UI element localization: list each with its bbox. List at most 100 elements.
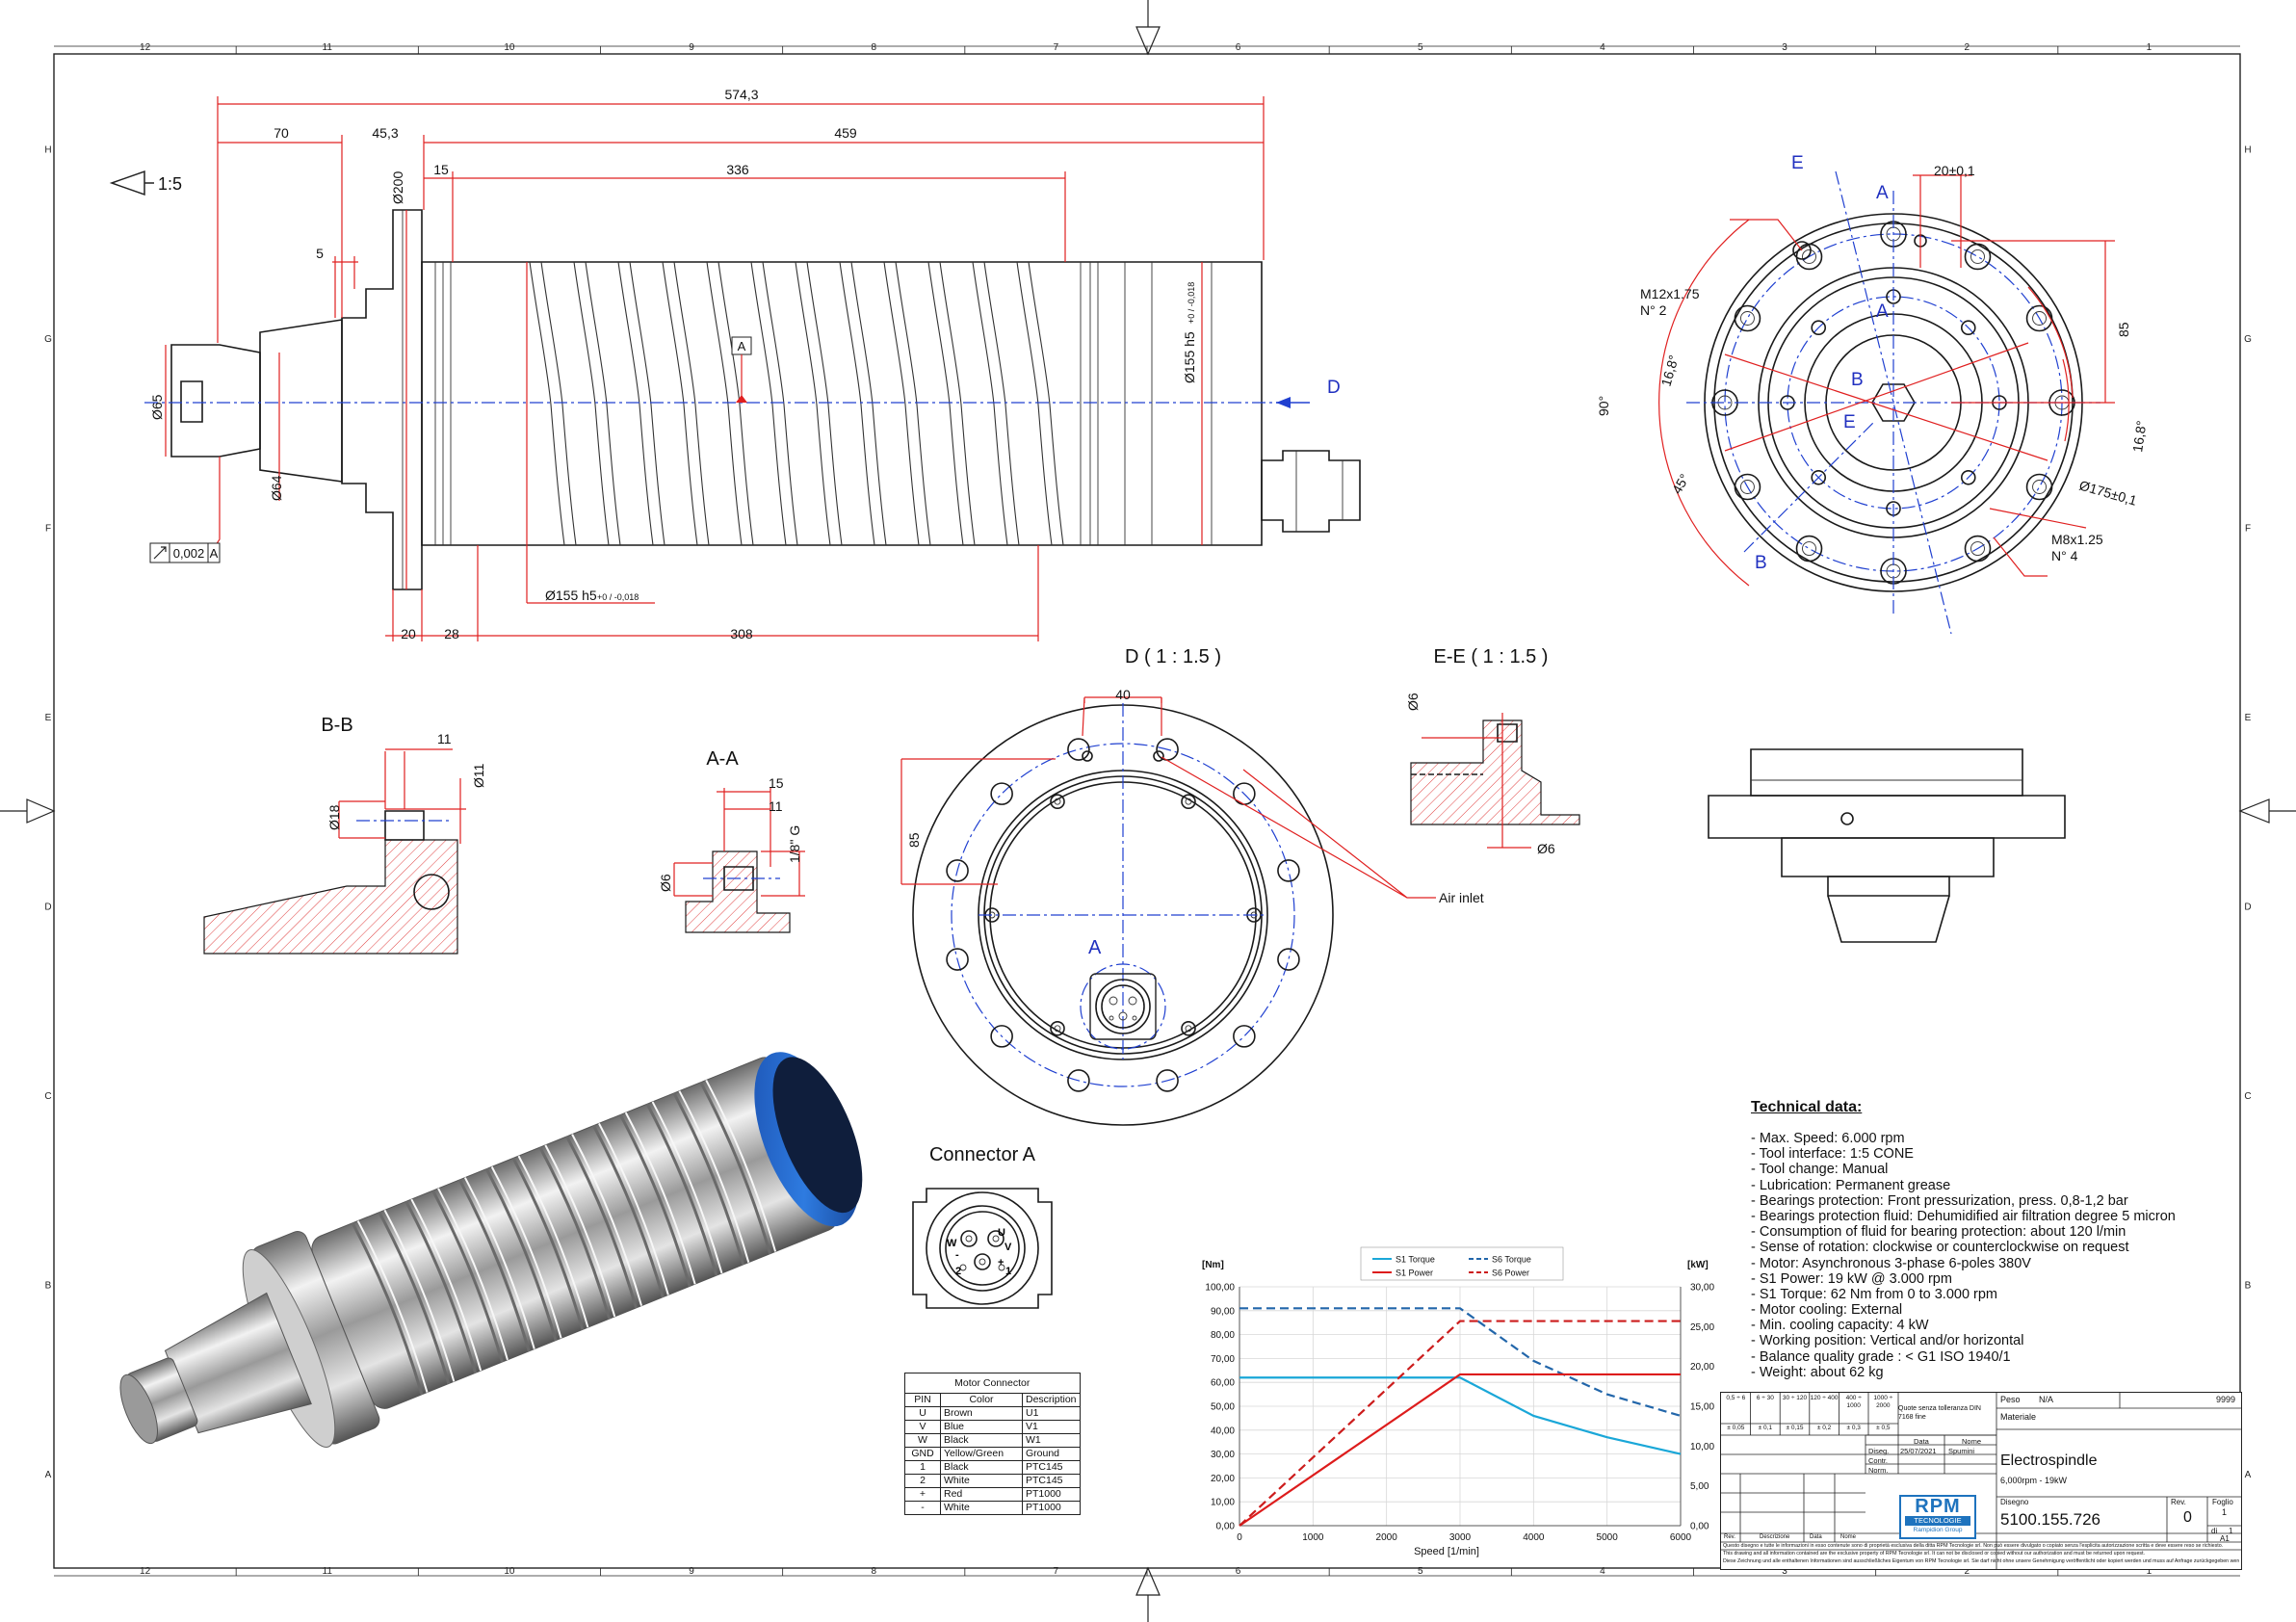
chart-x-tick: 1000: [1302, 1532, 1324, 1543]
pin-plus: +: [998, 1257, 1004, 1269]
technical-data-line: - Consumption of fluid for bearing prote…: [1751, 1224, 2126, 1241]
tb-di-value: 1: [2229, 1527, 2233, 1535]
tolerance-value: ± 0,05: [1727, 1425, 1745, 1431]
chart-y-left-tick: 90,00: [1211, 1306, 1235, 1317]
ee-dia-6-bottom: Ø6: [1537, 841, 1555, 856]
mc-pin: 1: [904, 1460, 941, 1475]
performance-chart: 0,0010,0020,0030,0040,0050,0060,0070,008…: [1200, 1246, 1714, 1557]
chart-y-left-tick: 10,00: [1211, 1498, 1235, 1508]
tolerance-note: Quote senza tolleranza DIN 7168 fine: [1898, 1405, 1981, 1421]
dim-70: 70: [274, 125, 289, 141]
chart-y-left-tick: 70,00: [1211, 1354, 1235, 1365]
chart-series-line: [1239, 1320, 1681, 1527]
aa-thread: 1/8" G: [787, 825, 802, 863]
dim-tol-155-top: +0 / -0,018: [1187, 282, 1196, 324]
dim-459: 459: [834, 125, 857, 141]
zone-row-label: H: [44, 144, 51, 155]
section-b-bottom: B: [1755, 553, 1767, 573]
mc-color: Brown: [940, 1406, 1023, 1421]
flange-85: 85: [2116, 322, 2131, 337]
zone-col-label: 10: [504, 42, 515, 53]
mc-description: PT1000: [1022, 1501, 1081, 1515]
mc-color: White: [940, 1501, 1023, 1515]
chart-x-tick: 3000: [1449, 1532, 1472, 1543]
ee-dia-6-top: Ø6: [1405, 693, 1421, 711]
zone-col-label: 10: [504, 1566, 515, 1577]
tb-peso-label: Peso: [2000, 1395, 2021, 1404]
chart-legend-label: S6 Power: [1492, 1269, 1529, 1278]
chart-series: [1239, 1307, 1682, 1527]
rear-view-d: [900, 696, 1436, 1126]
rear-section-a-label: A: [1088, 937, 1102, 958]
zone-col-label: 2: [1964, 42, 1970, 53]
dim-overall-length: 574,3: [724, 87, 758, 102]
tolerance-range: 1000 ÷ 2000: [1873, 1395, 1893, 1409]
dim-308: 308: [730, 626, 753, 641]
technical-data-line: - Motor: Asynchronous 3-phase 6-poles 38…: [1751, 1255, 2031, 1271]
spindle-3d-render: [119, 1052, 863, 1448]
chart-y-left-tick: 50,00: [1211, 1402, 1235, 1413]
chart-series-line: [1239, 1376, 1682, 1455]
chart-legend-label: S1 Power: [1396, 1269, 1433, 1278]
zone-col-label: 4: [1600, 1566, 1605, 1577]
motor-connector-title: Motor Connector: [904, 1373, 1081, 1394]
dim-dia-64: Ø64: [269, 475, 284, 501]
zone-col-label: 9: [689, 1566, 694, 1577]
zone-col-label: 2: [1964, 1566, 1970, 1577]
section-bb: [203, 748, 466, 955]
mc-color: Yellow/Green: [940, 1447, 1023, 1461]
chart-y-left-tick: 40,00: [1211, 1426, 1235, 1436]
technical-data-line: - Tool interface: 1:5 CONE: [1751, 1146, 1914, 1163]
section-aa-title: A-A: [706, 748, 739, 770]
connector-a-title: Connector A: [929, 1144, 1036, 1165]
air-inlet-label: Air inlet: [1439, 890, 1484, 905]
logo-tecnologie: TECNOLOGIE: [1905, 1516, 1970, 1526]
mc-color: White: [940, 1474, 1023, 1488]
zone-row-label: H: [2244, 144, 2251, 155]
tolerance-value: ± 0,2: [1816, 1425, 1832, 1431]
chart-legend-box: [1360, 1246, 1564, 1281]
chart-x-tick: 4000: [1523, 1532, 1545, 1543]
chart-y-left-tick: 0,00: [1216, 1522, 1236, 1532]
tb-peso-value: N/A: [2039, 1395, 2054, 1404]
zone-row-label: C: [44, 1091, 51, 1102]
tb-diseg-date: 25/07/2021: [1900, 1447, 1937, 1455]
zone-col-label: 4: [1600, 42, 1605, 53]
technical-data-line: - Motor cooling: External: [1751, 1302, 1903, 1319]
chart-x-tick: 0: [1237, 1532, 1242, 1543]
dim-dia-65: Ø65: [149, 394, 165, 420]
flange-90: 90°: [1596, 396, 1611, 416]
mc-color: Black: [940, 1460, 1023, 1475]
bb-dia-11: Ø11: [471, 763, 486, 788]
runout-tolerance: 0,002: [173, 546, 205, 561]
zone-row-label: D: [2244, 902, 2251, 912]
mc-description: PTC145: [1022, 1460, 1081, 1475]
tb-data-label: Data: [1914, 1437, 1929, 1446]
mc-pin: V: [904, 1420, 941, 1434]
flange-16-8-left: 16,8°: [1658, 353, 1682, 388]
mc-color: Blue: [940, 1420, 1023, 1434]
pin-w: W: [947, 1238, 957, 1249]
dim-15: 15: [433, 162, 449, 177]
zone-row-label: A: [2245, 1470, 2252, 1480]
zone-col-label: 1: [2147, 42, 2152, 53]
technical-data-line: - S1 Torque: 62 Nm from 0 to 3.000 rpm: [1751, 1286, 1998, 1302]
technical-data-line: - Min. cooling capacity: 4 kW: [1751, 1318, 1929, 1334]
disclaimer-it: Questo disegno e tutte le informazioni i…: [1723, 1543, 2224, 1549]
section-ee-title: E-E ( 1 : 1.5 ): [1434, 646, 1549, 667]
mc-pin: U: [904, 1406, 941, 1421]
flange-dia-175: Ø175±0,1: [2077, 478, 2139, 509]
drawing-title: Electrospindle: [2000, 1452, 2098, 1469]
technical-data-line: - Lubrication: Permanent grease: [1751, 1177, 1951, 1193]
tb-foglio-value: 1: [2222, 1507, 2228, 1517]
chart-y-left-tick: 80,00: [1211, 1330, 1235, 1341]
aa-dia-6: Ø6: [658, 874, 673, 892]
view-d-title: D ( 1 : 1.5 ): [1125, 646, 1221, 667]
chart-x-tick: 2000: [1376, 1532, 1398, 1543]
chart-y-right-tick: 20,00: [1690, 1362, 1714, 1373]
zone-col-label: 8: [871, 42, 876, 53]
tolerance-value: ± 0,3: [1846, 1425, 1861, 1431]
mc-description: V1: [1022, 1420, 1081, 1434]
